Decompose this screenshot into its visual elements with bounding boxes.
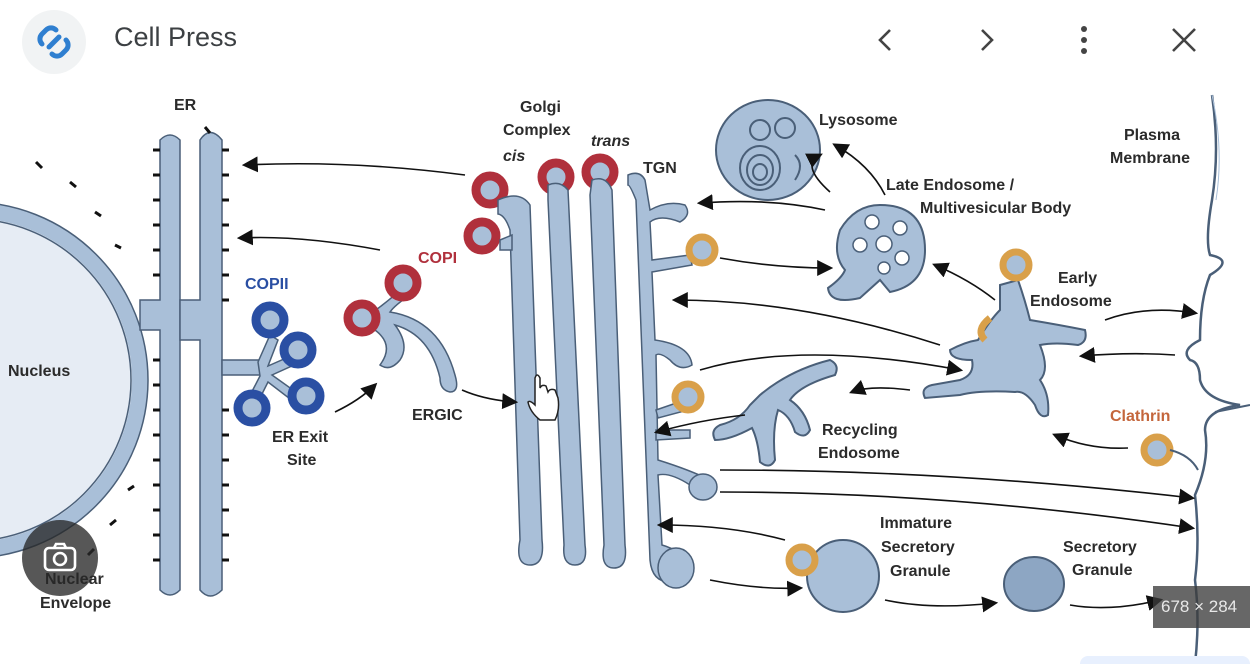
label-immature-1: Immature [880, 515, 952, 532]
label-copii: COPII [245, 276, 289, 293]
label-plasma-2: Membrane [1110, 150, 1190, 167]
bottom-panel-handle[interactable] [1080, 656, 1250, 664]
early-endosome-clathrin-coat [977, 315, 993, 343]
label-clathrin: Clathrin [1110, 408, 1170, 425]
golgi-complex [497, 172, 714, 583]
label-lysosome: Lysosome [819, 112, 898, 129]
label-late-endo-2: Multivesicular Body [920, 200, 1071, 217]
endoplasmic-reticulum [139, 131, 263, 597]
late-endosome [826, 203, 927, 301]
tgn-bud [657, 547, 695, 589]
google-lens-button[interactable] [22, 520, 98, 596]
er-ribosomes [153, 126, 229, 562]
label-er-exit-1: ER Exit [272, 429, 329, 446]
clathrin-pit-connector [1169, 449, 1199, 471]
lysosome [715, 99, 821, 201]
plasma-membrane-inner [1211, 94, 1220, 201]
more-options-button[interactable] [1062, 18, 1106, 62]
envelope-ribosomes [34, 160, 135, 557]
site-logo[interactable] [22, 10, 86, 74]
next-button[interactable] [964, 18, 1008, 62]
label-nuclear-2: Envelope [40, 595, 111, 612]
diagram-labels: ER Nucleus Nuclear Envelope COPII ER Exi… [8, 97, 1190, 612]
image-dimensions-badge: 678 × 284 [1153, 586, 1250, 628]
label-tgn: TGN [643, 160, 677, 177]
site-name[interactable]: Cell Press [114, 22, 238, 52]
previous-button[interactable] [864, 18, 908, 62]
immature-granule-clathrin [785, 543, 819, 577]
close-icon [1172, 28, 1196, 52]
label-cis: cis [503, 148, 525, 165]
ergic [363, 289, 458, 393]
more-vert-icon [1081, 26, 1087, 54]
label-late-endo-1: Late Endosome / [886, 177, 1015, 194]
secretory-pathway-diagram[interactable]: ER Nucleus Nuclear Envelope COPII ER Exi… [0, 80, 1250, 664]
label-trans: trans [591, 133, 630, 150]
label-ergic: ERGIC [412, 407, 463, 424]
link-icon [37, 25, 71, 59]
label-secretory-2: Granule [1072, 562, 1133, 579]
immature-secretory-granule [806, 539, 880, 613]
recycling-endosome [712, 358, 838, 467]
hand-cursor-icon [527, 374, 560, 421]
copii-vesicles [233, 301, 325, 427]
clathrin-coated-pit [1140, 433, 1174, 467]
label-immature-3: Granule [890, 563, 951, 580]
label-er-exit-2: Site [287, 452, 316, 469]
label-plasma-1: Plasma [1124, 127, 1180, 144]
label-copi: COPI [418, 250, 457, 267]
label-golgi-1: Golgi [520, 99, 561, 116]
plasma-membrane-branch [1214, 404, 1250, 413]
chevron-left-icon [878, 29, 891, 51]
image-viewer-header: Cell Press [0, 0, 1250, 80]
label-recycling-2: Endosome [818, 445, 900, 462]
chevron-right-icon [981, 29, 994, 51]
secretory-granule [1003, 556, 1065, 612]
close-button[interactable] [1162, 18, 1206, 62]
plasma-membrane [1185, 94, 1241, 664]
label-golgi-2: Complex [503, 122, 571, 139]
label-secretory-1: Secretory [1063, 539, 1137, 556]
transport-arrows [236, 143, 1199, 613]
tgn-vesicle [688, 473, 718, 501]
label-nucleus: Nucleus [8, 363, 70, 380]
label-recycling-1: Recycling [822, 422, 898, 439]
clathrin-vesicles-golgi [671, 233, 719, 414]
google-lens-icon [43, 542, 77, 572]
early-endosome [922, 278, 1087, 418]
early-endosome-clathrin-vesicle [999, 248, 1033, 282]
nucleus [0, 203, 149, 557]
label-er: ER [174, 97, 197, 114]
label-early-2: Endosome [1030, 293, 1112, 310]
label-early-1: Early [1058, 270, 1097, 287]
label-immature-2: Secretory [881, 539, 955, 556]
